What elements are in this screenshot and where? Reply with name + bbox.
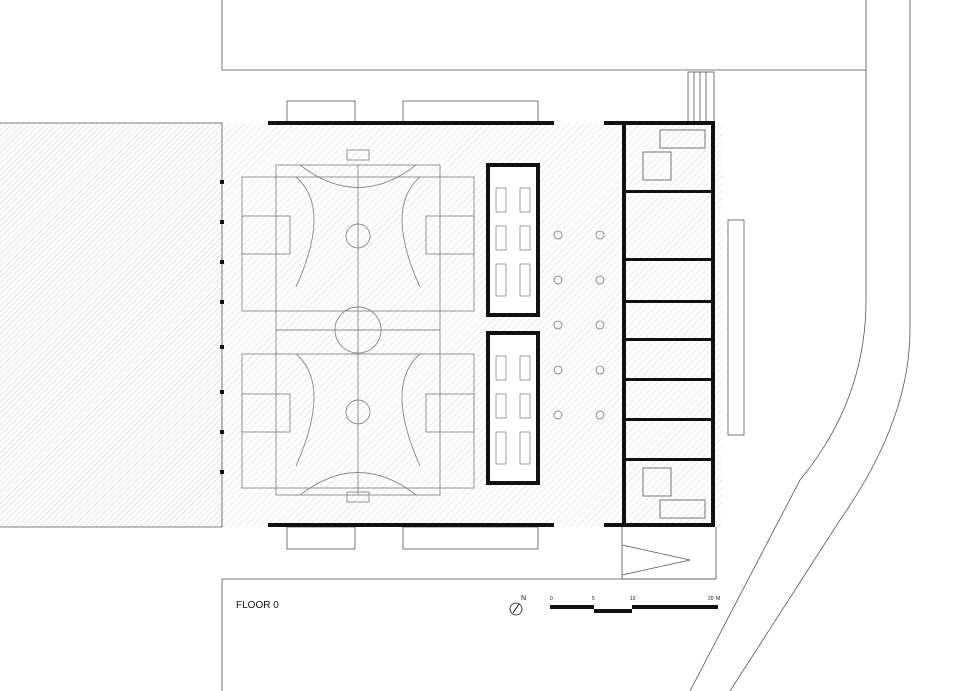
outdoor-field-hatch [0, 123, 222, 527]
scale-tick-20: 20 [708, 596, 714, 602]
east-wing-rooms [622, 121, 712, 527]
changing-rooms [486, 163, 540, 485]
site-block-south [221, 578, 716, 691]
scale-tick-5: 5 [592, 596, 595, 602]
sports-courts [241, 149, 475, 503]
entry-steps [687, 71, 715, 125]
scale-tick-10: 10 [630, 596, 636, 602]
north-letter: N [521, 595, 526, 602]
road-edge-inner [689, 70, 867, 691]
floor-label: FLOOR 0 [236, 600, 279, 611]
foyer-columns [553, 230, 605, 420]
scale-tick-0: 0 [550, 596, 553, 602]
site-block-north [221, 0, 867, 71]
scale-unit: M [716, 596, 720, 602]
road-edge-outer [729, 0, 911, 691]
interior-floor-hatch [222, 123, 722, 527]
perimeter-walls [220, 121, 715, 527]
north-arrow: N [509, 595, 526, 616]
scale-bar: 0 5 10 20 M [550, 596, 720, 613]
compass-icon [509, 602, 523, 616]
